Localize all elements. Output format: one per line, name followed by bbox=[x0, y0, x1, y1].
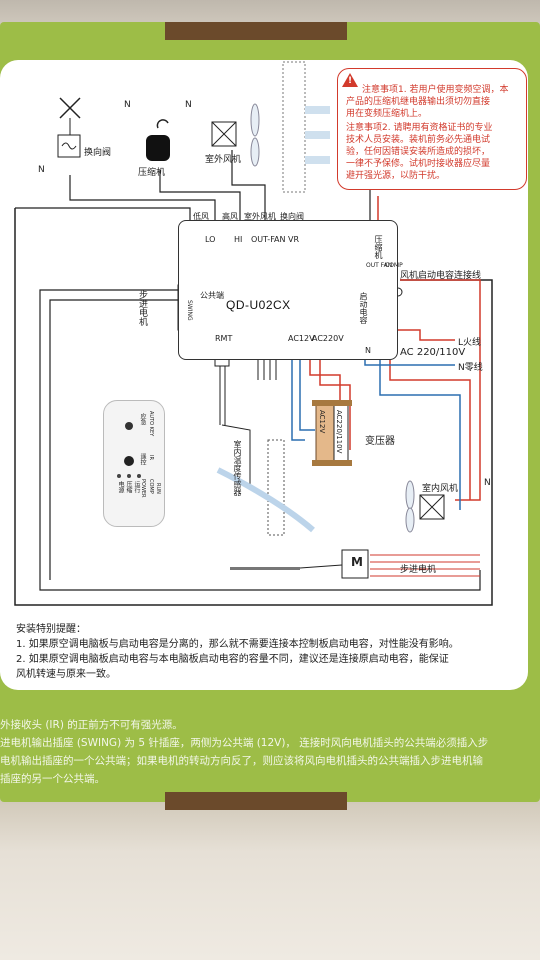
warning-line: 产品的压缩机继电器输出须切勿直接 bbox=[346, 97, 491, 107]
box-lower-text: 外接收头 (IR) 的正前方不可有强光源。 进电机输出插座 (SWING) 为 … bbox=[0, 705, 540, 795]
remote-label: 遥控 bbox=[139, 453, 146, 465]
common-terminal-label: 公共端 bbox=[200, 291, 224, 300]
motor-m-label: M bbox=[351, 555, 363, 569]
note-item: 风机转速与原来一致。 bbox=[16, 669, 116, 680]
transformer-label: 变压器 bbox=[365, 436, 395, 447]
remote-label: RUN bbox=[155, 483, 161, 494]
board-model: QD-U02CX bbox=[226, 298, 291, 312]
warning-icon bbox=[342, 73, 358, 87]
remote-leds bbox=[117, 422, 141, 478]
transformer-ac12v: AC12V bbox=[318, 410, 326, 434]
relay-label-lo: 低风 bbox=[193, 212, 209, 221]
live-wire-label: L火线 bbox=[458, 338, 482, 348]
warning-line: 避开强光源，以防干扰。 bbox=[346, 171, 446, 181]
remote-label: IR bbox=[148, 455, 154, 460]
n-label: N bbox=[38, 165, 45, 175]
warning-line: 用在变频压缩机上。 bbox=[346, 109, 428, 119]
relay-code-out-fan: OUT-FAN bbox=[251, 235, 286, 244]
control-board bbox=[178, 220, 398, 360]
lower-text-line: 插座的另一个公共端。 bbox=[0, 773, 105, 785]
warning-line: 注意事项2. 请聘用有资格证书的专业 bbox=[346, 123, 493, 133]
remote-label: COMP bbox=[148, 479, 154, 494]
swing-label: SWING bbox=[186, 300, 193, 321]
remote-label: 电源 bbox=[117, 481, 124, 493]
remote-label: POWER bbox=[140, 479, 146, 498]
floor-background bbox=[0, 780, 540, 960]
n-label: N bbox=[124, 100, 131, 110]
note-item: 2. 如果原空调电脑板启动电容与本电脑板启动电容的容量不同，建议还是连接原启动电… bbox=[16, 654, 449, 665]
relay-label-vr: 换向阀 bbox=[280, 212, 304, 221]
transformer-ac220v: AC220/110V bbox=[335, 410, 343, 454]
box-flap-bottom bbox=[165, 792, 347, 810]
warning-line: 注意事项1. 若用户使用变频空调，本 bbox=[362, 85, 509, 95]
box-flap-top bbox=[165, 22, 347, 40]
relay-code-lo: LO bbox=[205, 235, 216, 244]
fan-cap-line-label: 风机启动电容连接线 bbox=[400, 271, 482, 281]
remote-label: 应急 bbox=[139, 413, 146, 425]
outdoor-fan-label: 室外风机 bbox=[205, 155, 242, 165]
relay-label-hi: 高风 bbox=[222, 212, 238, 221]
stepper-motor-label: 步进电机 bbox=[400, 565, 437, 575]
rmt-label: RMT bbox=[215, 334, 233, 343]
n-label: N bbox=[484, 478, 491, 488]
note-item: 1. 如果原空调电脑板与启动电容是分离的，那么就不需要连接本控制板启动电容，对性… bbox=[16, 639, 459, 650]
relay-code-vr: VR bbox=[288, 235, 300, 244]
out-fan-code: OUT FAN bbox=[366, 262, 393, 269]
warning-notice: ! 注意事项1. 若用户使用变频空调，本 产品的压缩机继电器输出须切勿直接 用在… bbox=[337, 68, 527, 190]
ac220v-label: AC220V bbox=[312, 334, 344, 343]
relay-label-out-fan: 室外风机 bbox=[244, 212, 276, 221]
remote-label: 压缩 bbox=[125, 481, 132, 493]
temp-sensor-label: 室内温度传感器 bbox=[233, 440, 242, 496]
warning-line: 一律不予保修。试机时接收器应尽量 bbox=[346, 159, 491, 169]
notes-title: 安装特别提醒： bbox=[16, 624, 86, 635]
relay-code-hi: HI bbox=[234, 235, 243, 244]
remote-label: AUTO KEY bbox=[148, 411, 154, 437]
ir-receiver-module: 应急 AUTO KEY 遥控 IR 电源 压缩 运行 POWER COMP RU… bbox=[103, 400, 165, 527]
compressor-label: 压缩机 bbox=[138, 168, 166, 178]
warning-line: 技术人员安装。装机前务必先通电试 bbox=[346, 135, 491, 145]
lower-text-line: 电机输出插座的一个公共端；如果电机的转动方向反了，则应该将风向电机插头的公共端插… bbox=[0, 755, 483, 767]
comp-code: COMP bbox=[385, 262, 403, 269]
start-cap-label: 启动电容 bbox=[359, 292, 368, 324]
stepper-motor-left-label: 步进电机 bbox=[137, 290, 147, 326]
n-terminal-label: N bbox=[365, 346, 371, 355]
comp-label: 压缩机 bbox=[374, 235, 383, 259]
swing-valve-label: 换向阀 bbox=[84, 148, 112, 158]
warning-line: 验，任何因错误安装所造成的损坏， bbox=[346, 147, 491, 157]
n-label: N bbox=[185, 100, 192, 110]
indoor-fan-label: 室内风机 bbox=[422, 484, 459, 494]
remote-label: 运行 bbox=[133, 481, 140, 493]
power-label: AC 220/110V bbox=[400, 347, 466, 358]
neutral-wire-label: N零线 bbox=[458, 363, 483, 373]
lower-text-line: 进电机输出插座 (SWING) 为 5 针插座，两侧为公共端 (12V)， 连接… bbox=[0, 737, 489, 749]
lower-text-line: 外接收头 (IR) 的正前方不可有强光源。 bbox=[0, 719, 183, 731]
ac12v-label: AC12V bbox=[288, 334, 315, 343]
